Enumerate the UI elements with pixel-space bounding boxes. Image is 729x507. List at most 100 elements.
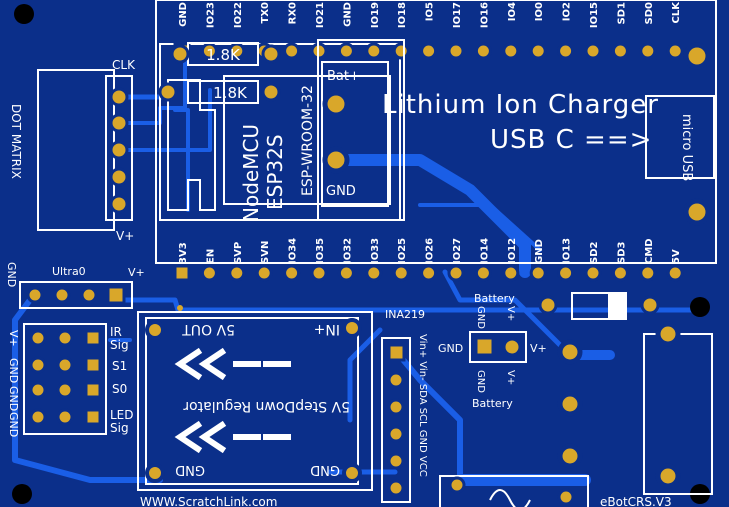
- regulator-arrows: [174, 347, 291, 454]
- esp32-bottom-pad[interactable]: [420, 264, 438, 282]
- ina219-header-outline: [381, 337, 411, 503]
- esp32-top-pin-label: IO19: [370, 2, 381, 28]
- regulator-inner-outline: [145, 317, 359, 485]
- esp32-bottom-pad[interactable]: [502, 264, 520, 282]
- regulator-gnd-right: GND: [310, 462, 340, 477]
- esp32-bottom-pad[interactable]: [200, 264, 218, 282]
- regulator-gnd-left: GND: [175, 462, 205, 477]
- led-header-pad[interactable]: [84, 329, 102, 347]
- esp32-bottom-pad[interactable]: [447, 264, 465, 282]
- ina219-pin-labels: Vin+ Vin- SDA SCL GND VCC: [417, 334, 428, 477]
- esp32-bottom-pad[interactable]: [255, 264, 273, 282]
- resistor-r1[interactable]: 1.8K: [170, 42, 281, 66]
- esp32-bottom-pad[interactable]: [392, 264, 410, 282]
- esp32-bottom-pin-label: IO35: [315, 238, 326, 264]
- fuse-holder-outline: [439, 475, 589, 507]
- led-header-pad[interactable]: [84, 408, 102, 426]
- mount-hole-right: [690, 297, 710, 317]
- usb-label: micro USB: [679, 114, 694, 181]
- esp32-bottom-pin-label: IO14: [479, 238, 490, 264]
- esp32-bottom-pin-label: IO34: [288, 238, 299, 264]
- led-header-pad[interactable]: [56, 408, 74, 426]
- esp32-top-pad[interactable]: [557, 42, 575, 60]
- esp32-bottom-pad[interactable]: [173, 264, 191, 282]
- ultra-name-label: Ultra0: [52, 265, 86, 278]
- esp32-top-pad[interactable]: [584, 42, 602, 60]
- esp32-top-pad[interactable]: [529, 42, 547, 60]
- esp32-bottom-pad[interactable]: [283, 264, 301, 282]
- led-header-pad[interactable]: [29, 408, 47, 426]
- dot-matrix-vplus-label: V+: [116, 229, 134, 243]
- esp32-top-pad[interactable]: [392, 42, 410, 60]
- led-header-pad[interactable]: [29, 329, 47, 347]
- esp32-bottom-pad[interactable]: [584, 264, 602, 282]
- esp32-bottom-pad[interactable]: [337, 264, 355, 282]
- led-header-pad[interactable]: [84, 356, 102, 374]
- esp32-top-pin-label: SD1: [616, 2, 627, 25]
- regulator-title: 5V StepDown Regulator: [183, 398, 350, 414]
- antenna-outline: [167, 79, 216, 211]
- motor-connector-pads[interactable]: [557, 321, 681, 489]
- esp32-top-pad[interactable]: [502, 42, 520, 60]
- led-header-pad[interactable]: [56, 329, 74, 347]
- esp32-name-nodemcu: NodeMCU: [239, 124, 263, 222]
- mount-hole-br: [683, 198, 711, 226]
- ina219-pads[interactable]: [387, 343, 406, 497]
- led-header-outline: [23, 323, 107, 435]
- esp32-top-pad[interactable]: [337, 42, 355, 60]
- battery-gnd-label: GND: [438, 342, 463, 355]
- esp32-top-pin-label: GND: [342, 2, 353, 27]
- esp32-top-pad[interactable]: [447, 42, 465, 60]
- resistor-r2[interactable]: 1.8K: [158, 80, 281, 104]
- esp32-bottom-pad[interactable]: [666, 264, 684, 282]
- esp32-bottom-pad[interactable]: [557, 264, 575, 282]
- led-header-pads[interactable]: [29, 329, 102, 426]
- esp32-bottom-pad[interactable]: [310, 264, 328, 282]
- led-header-pad[interactable]: [84, 381, 102, 399]
- led-header-pad[interactable]: [29, 356, 47, 374]
- footer-url: WWW.ScratchLink.com: [140, 495, 277, 507]
- charger-pad-outline: [317, 39, 405, 221]
- esp32-top-pin-label: IO17: [452, 2, 463, 28]
- esp32-bottom-pad[interactable]: [639, 264, 657, 282]
- ultra-gnd-label: GND: [5, 262, 18, 287]
- esp32-top-pad[interactable]: [474, 42, 492, 60]
- regulator-pads[interactable]: [145, 318, 362, 483]
- fuse-pad-right[interactable]: [557, 488, 575, 506]
- usb-port-outline: [645, 95, 715, 179]
- led-header-pad[interactable]: [56, 356, 74, 374]
- esp32-bottom-pad[interactable]: [474, 264, 492, 282]
- battery-pads[interactable]: [474, 336, 522, 357]
- esp32-bottom-pad[interactable]: [228, 264, 246, 282]
- charger-bat-pad[interactable]: [322, 90, 350, 118]
- esp32-bottom-pad[interactable]: [529, 264, 547, 282]
- esp32-top-pad[interactable]: [283, 42, 301, 60]
- led-left-label-3: GND: [7, 412, 20, 437]
- dot-matrix-pads[interactable]: [109, 87, 129, 214]
- led-left-label-1: GND: [7, 358, 20, 383]
- resistor-r2-value: 1.8K: [213, 84, 248, 102]
- esp32-bottom-pad[interactable]: [611, 264, 629, 282]
- esp32-top-pad[interactable]: [420, 42, 438, 60]
- led-header-pad[interactable]: [29, 381, 47, 399]
- esp32-bottom-pin-label: CMD: [644, 238, 655, 264]
- esp32-top-pad[interactable]: [639, 42, 657, 60]
- charger-gnd-pad[interactable]: [322, 146, 350, 174]
- fuse-pad-left[interactable]: [448, 476, 466, 494]
- switch-pad-left[interactable]: [538, 295, 558, 315]
- ina219-label: INA219: [385, 308, 425, 321]
- regulator-out-label: 5V OUT: [182, 321, 235, 337]
- esp32-top-pad[interactable]: [666, 42, 684, 60]
- esp32-bottom-pad[interactable]: [365, 264, 383, 282]
- regulator-in-label: IN+: [314, 321, 340, 337]
- esp32-top-pad[interactable]: [365, 42, 383, 60]
- switch-pad-right[interactable]: [640, 295, 660, 315]
- esp32-bottom-pin-label: IO26: [425, 238, 436, 264]
- charger-inner-outline: [321, 61, 389, 207]
- esp32-name-wroom: ESP-WROOM-32: [300, 85, 316, 196]
- ultra-pads[interactable]: [26, 285, 126, 305]
- esp32-top-pad[interactable]: [611, 42, 629, 60]
- led-header-pad[interactable]: [56, 381, 74, 399]
- esp32-top-pin-label: GND: [178, 2, 189, 27]
